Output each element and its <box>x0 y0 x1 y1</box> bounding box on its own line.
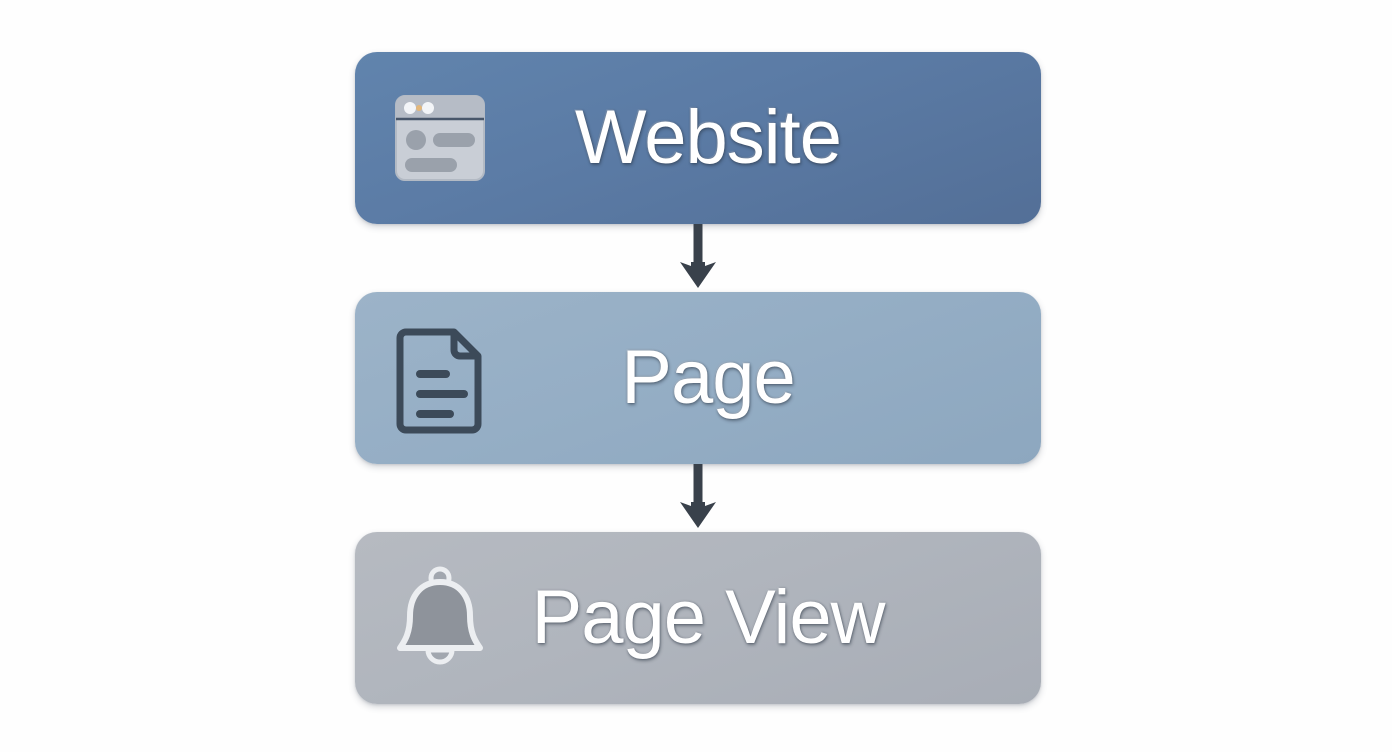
bell-icon <box>355 532 505 704</box>
browser-window-icon <box>355 52 505 224</box>
node-website-label: Website <box>574 95 842 180</box>
node-website[interactable]: Website <box>355 52 1041 224</box>
node-page[interactable]: Page <box>355 292 1041 464</box>
document-icon <box>355 292 505 464</box>
node-page-view-label: Page View <box>531 575 886 660</box>
node-page-label: Page <box>621 335 796 420</box>
connector-page-to-page-view <box>355 464 1041 532</box>
node-page-view[interactable]: Page View <box>355 532 1041 704</box>
flowchart: Website Page <box>355 52 1041 704</box>
connector-website-to-page <box>355 224 1041 292</box>
